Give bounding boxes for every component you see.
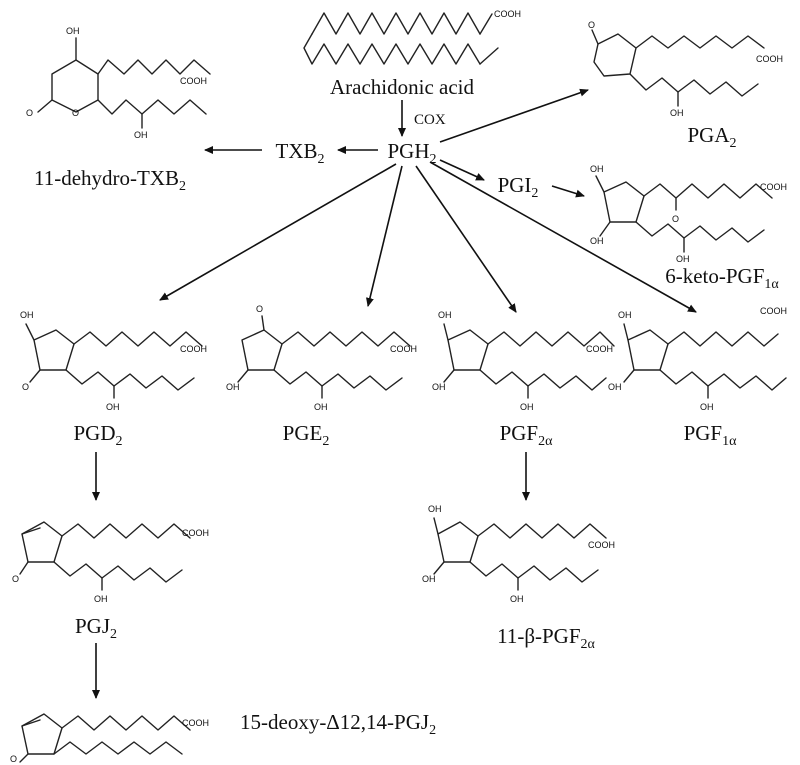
svg-text:O: O: [256, 304, 263, 314]
svg-text:O: O: [22, 382, 29, 392]
cox-enzyme-label: COX: [414, 112, 446, 128]
6-keto-pgf1a-label: 6-keto-PGF1α: [665, 264, 779, 292]
svg-text:COOH: COOH: [180, 344, 207, 354]
pgj2-structure: O COOH OH: [12, 521, 209, 604]
svg-text:OH: OH: [134, 130, 148, 140]
15-deoxy-pgj2-structure: O COOH: [10, 713, 209, 764]
pgf2a-label: PGF2α: [500, 421, 554, 449]
11-dehydro-txb2-structure: O O OH COOH OH: [26, 26, 211, 140]
svg-text:OH: OH: [590, 164, 604, 174]
svg-text:OH: OH: [428, 504, 442, 514]
svg-text:OH: OH: [618, 310, 632, 320]
pgd2-label: PGD2: [73, 421, 122, 449]
11-beta-pgf2a-label: 11-β-PGF2α: [497, 624, 595, 652]
cooh-label: COOH: [494, 9, 521, 19]
15-deoxy-pgj2-label: 15-deoxy-Δ12,14-PGJ2: [240, 710, 436, 738]
pga2-label: PGA2: [687, 123, 736, 151]
svg-text:COOH: COOH: [588, 540, 615, 550]
svg-text:COOH: COOH: [182, 718, 209, 728]
svg-text:COOH: COOH: [760, 182, 787, 192]
txb2-label: TXB2: [276, 139, 325, 167]
arrow-pgh2-to-pga2: [439, 88, 589, 143]
arrow-pgh2-to-pgi2: [439, 159, 485, 181]
arrow-pgh2-to-pge2: [366, 165, 403, 307]
svg-text:OH: OH: [670, 108, 684, 118]
svg-text:COOH: COOH: [182, 528, 209, 538]
svg-text:OH: OH: [700, 402, 714, 412]
svg-text:OH: OH: [590, 236, 604, 246]
svg-text:O: O: [588, 20, 595, 30]
svg-text:COOH: COOH: [180, 76, 207, 86]
svg-text:OH: OH: [438, 310, 452, 320]
svg-text:O: O: [10, 754, 17, 764]
svg-text:COOH: COOH: [760, 306, 787, 316]
svg-text:OH: OH: [510, 594, 524, 604]
svg-text:OH: OH: [226, 382, 240, 392]
svg-text:OH: OH: [608, 382, 622, 392]
svg-text:COOH: COOH: [586, 344, 613, 354]
svg-text:OH: OH: [94, 594, 108, 604]
pge2-label: PGE2: [283, 421, 330, 449]
pgj2-label: PGJ2: [75, 614, 117, 642]
pgd2-structure: OH O COOH OH: [20, 310, 207, 412]
svg-text:O: O: [72, 108, 79, 118]
11-beta-pgf2a-structure: OH OH COOH OH: [422, 504, 615, 604]
pge2-structure: O OH COOH OH: [226, 304, 417, 412]
arachidonic-acid-structure: COOH: [303, 9, 521, 65]
pga2-structure: O COOH OH: [588, 20, 783, 118]
svg-text:O: O: [672, 214, 679, 224]
svg-text:COOH: COOH: [756, 54, 783, 64]
svg-text:OH: OH: [520, 402, 534, 412]
svg-text:OH: OH: [422, 574, 436, 584]
arrow-pgi2-to-6-keto: [551, 185, 585, 198]
pgf1a-label: PGF1α: [684, 421, 738, 449]
svg-text:OH: OH: [432, 382, 446, 392]
arrow-pgh2-to-pgf1a: [429, 161, 697, 313]
pgf1a-structure: OH OH COOH OH: [608, 306, 787, 412]
svg-text:OH: OH: [676, 254, 690, 264]
svg-text:OH: OH: [66, 26, 80, 36]
svg-text:OH: OH: [106, 402, 120, 412]
svg-text:O: O: [12, 574, 19, 584]
arachidonic-acid-label: Arachidonic acid: [330, 75, 475, 99]
6-keto-pgf1a-structure: OH OH O COOH OH: [590, 164, 787, 264]
pgi2-label: PGI2: [498, 173, 539, 201]
11-dehydro-txb2-label: 11-dehydro-TXB2: [34, 166, 186, 194]
arrow-pgh2-to-pgd2: [159, 163, 397, 301]
pgf2a-structure: OH OH COOH OH: [432, 310, 615, 412]
svg-text:O: O: [26, 108, 33, 118]
svg-text:OH: OH: [314, 402, 328, 412]
svg-text:COOH: COOH: [390, 344, 417, 354]
pgh2-label: PGH2: [387, 139, 436, 167]
svg-text:OH: OH: [20, 310, 34, 320]
arrow-pgh2-to-pgf2a: [415, 165, 517, 313]
